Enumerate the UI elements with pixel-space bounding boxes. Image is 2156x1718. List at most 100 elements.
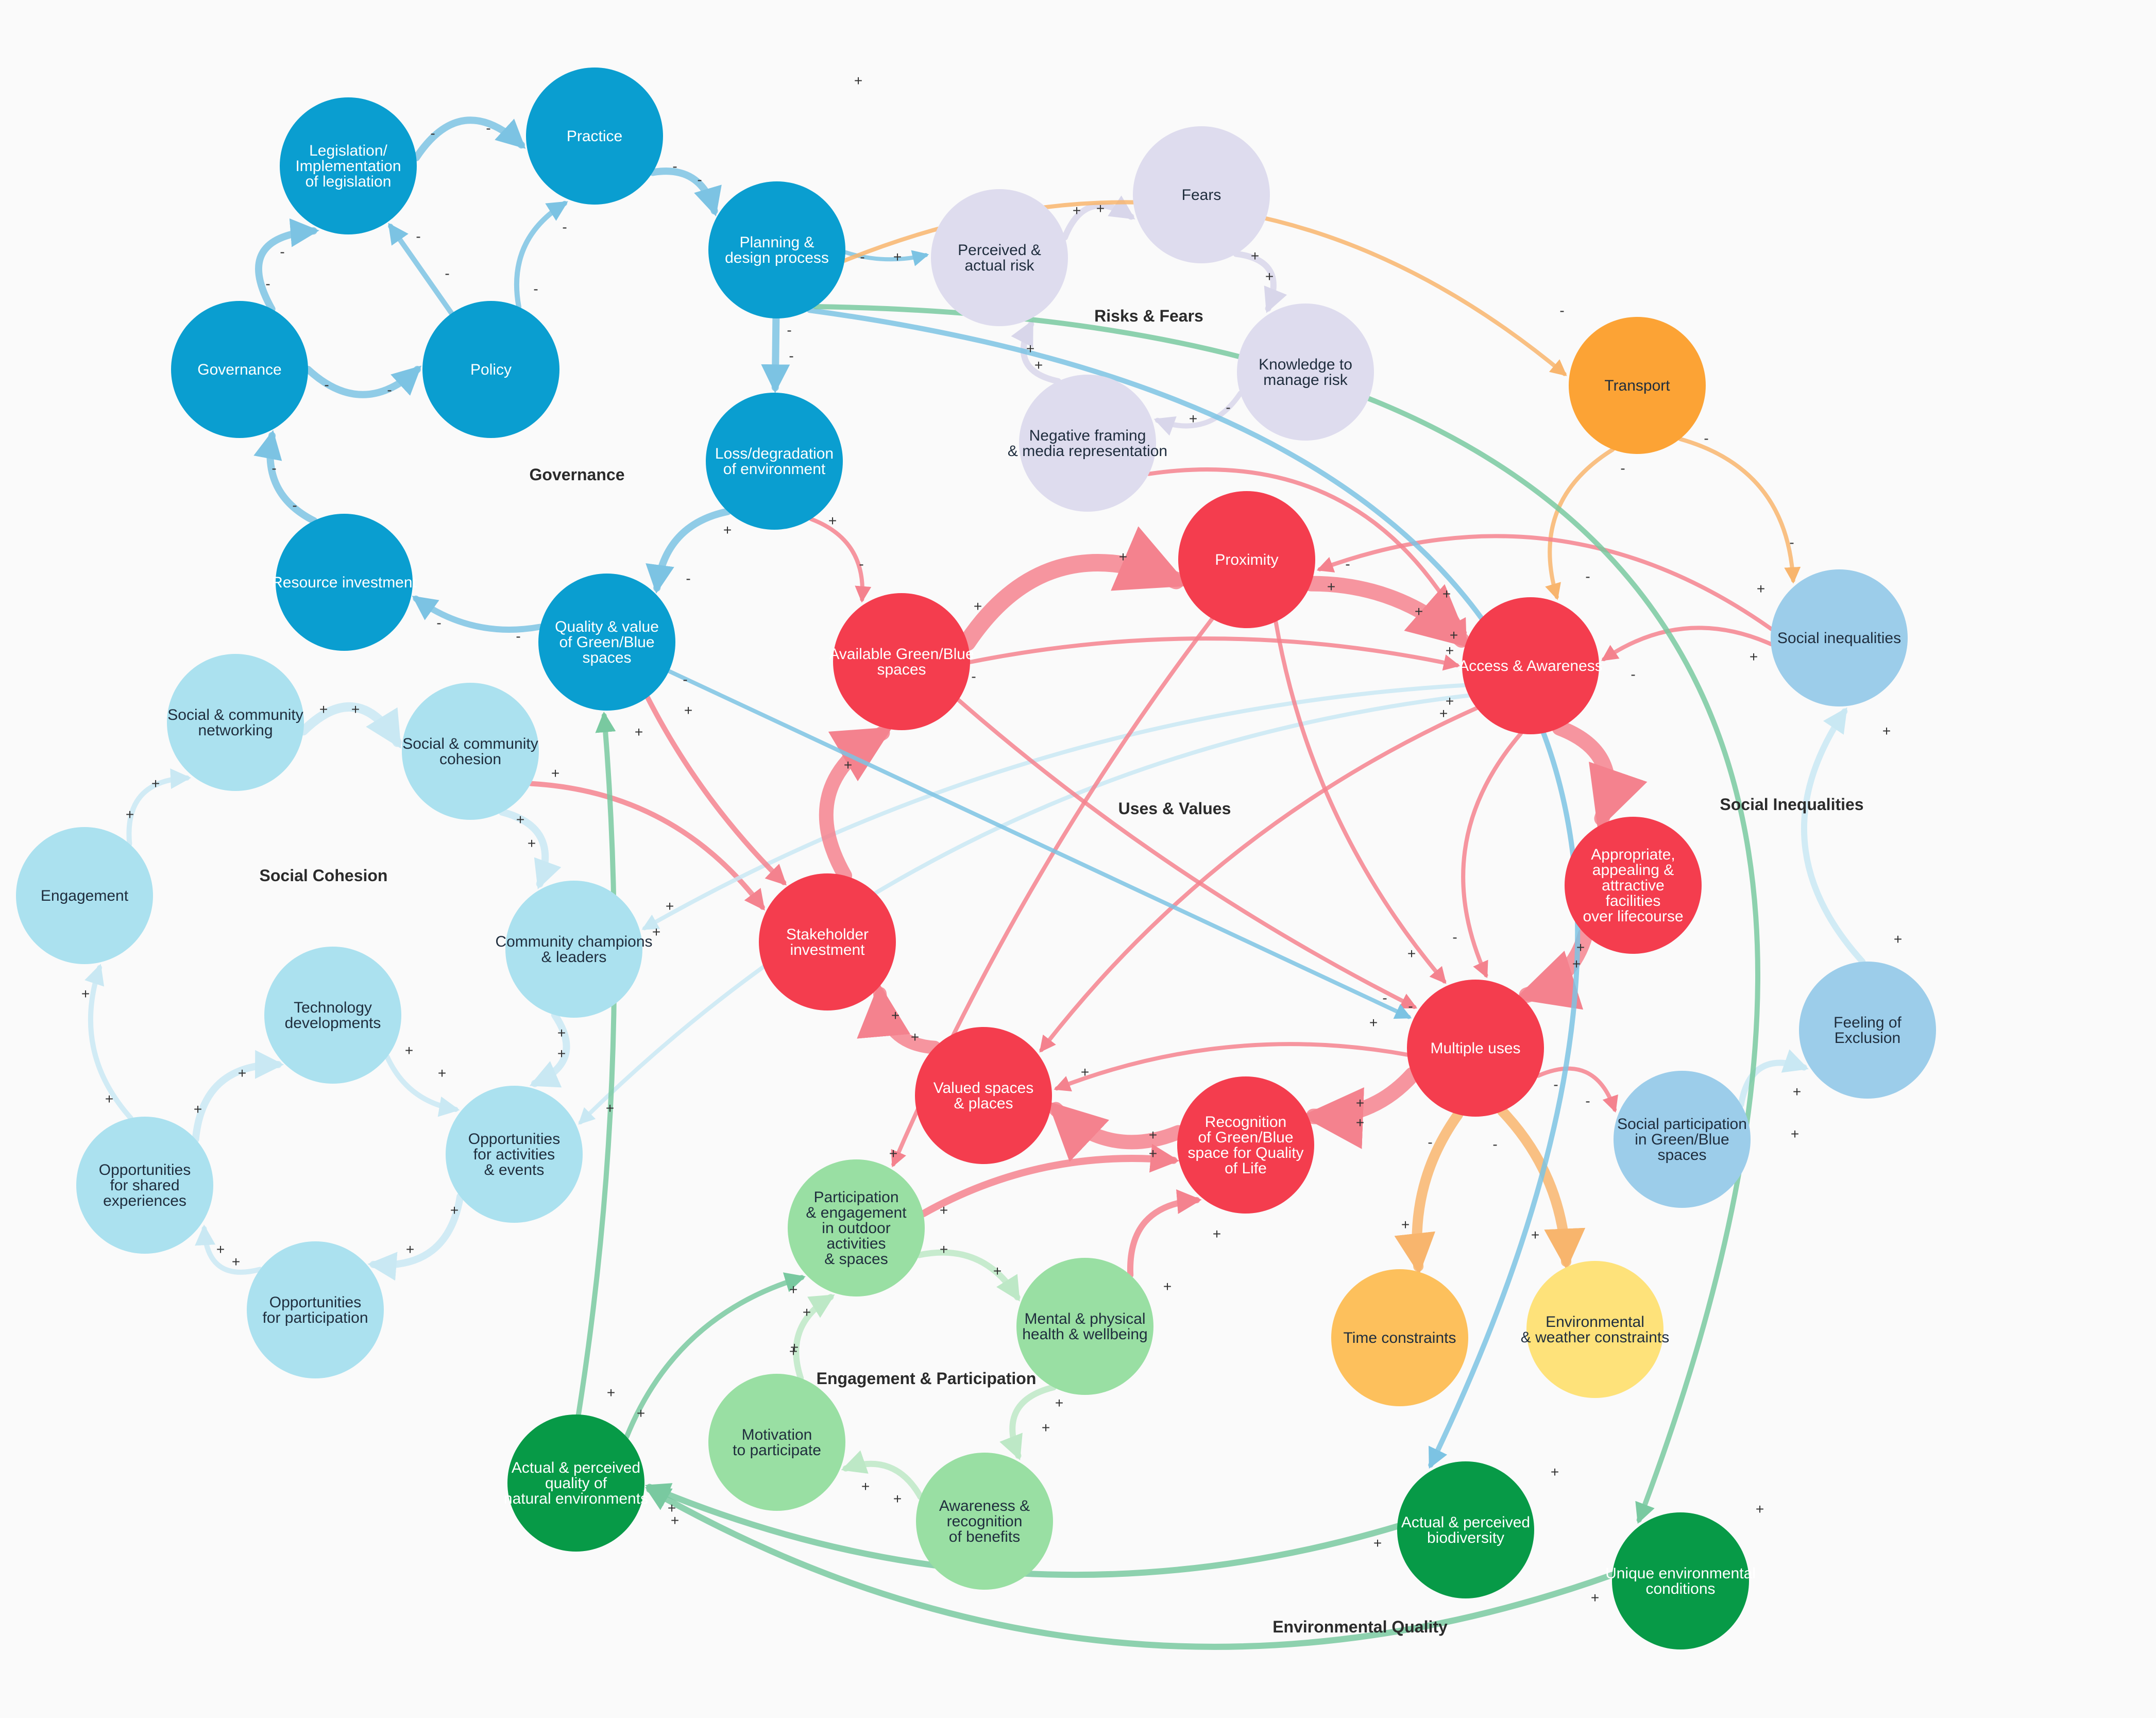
node-circle-loss[interactable] bbox=[706, 393, 843, 530]
node-circle-proximity[interactable] bbox=[1178, 491, 1315, 628]
positive-link-sign: + bbox=[828, 513, 837, 529]
node-circle-practice[interactable] bbox=[526, 68, 663, 205]
node-policy[interactable]: Policy bbox=[422, 301, 559, 438]
node-transport[interactable]: Transport bbox=[1569, 317, 1706, 454]
node-label-engagement_n: Engagement bbox=[41, 887, 129, 904]
node-circle-opp_participation[interactable] bbox=[247, 1241, 384, 1378]
node-champions[interactable]: Community champions& leaders bbox=[495, 881, 653, 1018]
node-circle-engagement_n[interactable] bbox=[16, 827, 153, 964]
node-proximity[interactable]: Proximity bbox=[1178, 491, 1315, 628]
node-circle-motivation[interactable] bbox=[708, 1374, 845, 1511]
node-circle-recognition[interactable] bbox=[1177, 1076, 1314, 1214]
positive-link-sign: + bbox=[1894, 931, 1902, 947]
node-circle-resource[interactable] bbox=[276, 514, 413, 651]
node-circle-nat_env[interactable] bbox=[507, 1414, 644, 1552]
node-appropriate[interactable]: Appropriate,appealing &attractivefacilit… bbox=[1565, 817, 1702, 954]
node-circle-time[interactable] bbox=[1331, 1269, 1468, 1406]
node-circle-planning[interactable] bbox=[708, 181, 845, 318]
node-valued[interactable]: Valued spaces& places bbox=[915, 1027, 1052, 1164]
node-circle-opp_activities[interactable] bbox=[446, 1086, 583, 1223]
node-circle-mental[interactable] bbox=[1016, 1258, 1153, 1395]
node-engagement_n[interactable]: Engagement bbox=[16, 827, 153, 964]
link-transport-to-access bbox=[1545, 447, 1615, 600]
link-governance_n-to-policy bbox=[304, 365, 422, 398]
node-planning[interactable]: Planning &design process bbox=[708, 181, 845, 318]
node-circle-champions[interactable] bbox=[505, 881, 642, 1018]
negative-link-sign: - bbox=[1382, 990, 1387, 1006]
node-negative[interactable]: Negative framing& media representation bbox=[1008, 375, 1167, 512]
positive-link-sign: + bbox=[1055, 1395, 1063, 1411]
polarity-signs-layer: -------------------++++++++-++--+++-++++… bbox=[81, 73, 1902, 1606]
node-circle-unique[interactable] bbox=[1612, 1512, 1749, 1649]
node-governance_n[interactable]: Governance bbox=[171, 301, 308, 438]
node-circle-appropriate[interactable] bbox=[1565, 817, 1702, 954]
node-circle-soc_ineq[interactable] bbox=[1771, 569, 1908, 706]
positive-link-sign: + bbox=[557, 1025, 566, 1041]
node-circle-env_weather[interactable] bbox=[1526, 1261, 1663, 1398]
node-practice[interactable]: Practice bbox=[526, 68, 663, 205]
node-time[interactable]: Time constraints bbox=[1331, 1269, 1468, 1406]
node-circle-soc_participation[interactable] bbox=[1614, 1071, 1751, 1208]
node-label-opp_shared: Opportunities bbox=[99, 1161, 191, 1178]
node-circle-valued[interactable] bbox=[915, 1027, 1052, 1164]
positive-link-sign: + bbox=[974, 598, 982, 614]
node-resource[interactable]: Resource investment bbox=[271, 514, 417, 651]
node-circle-policy[interactable] bbox=[422, 301, 559, 438]
node-access[interactable]: Access & Awareness bbox=[1458, 597, 1603, 734]
node-label-soc_participation: in Green/Blue bbox=[1635, 1131, 1729, 1148]
node-circle-access[interactable] bbox=[1462, 597, 1599, 734]
node-circle-available[interactable] bbox=[833, 593, 970, 730]
link-awareness-to-motivation bbox=[841, 1450, 924, 1500]
node-circle-stakeholder[interactable] bbox=[759, 873, 896, 1010]
node-circle-technology[interactable] bbox=[264, 947, 401, 1084]
negative-link-sign: - bbox=[265, 276, 270, 292]
node-circle-fears[interactable] bbox=[1133, 126, 1270, 263]
positive-link-sign: + bbox=[1756, 1501, 1764, 1517]
node-circle-negative[interactable] bbox=[1019, 375, 1156, 512]
node-circle-governance_n[interactable] bbox=[171, 301, 308, 438]
node-fears[interactable]: Fears bbox=[1133, 126, 1270, 263]
positive-link-sign: + bbox=[1042, 1420, 1050, 1436]
node-multiple[interactable]: Multiple uses bbox=[1407, 980, 1544, 1117]
node-circle-opp_shared[interactable] bbox=[76, 1117, 213, 1254]
node-circle-multiple[interactable] bbox=[1407, 980, 1544, 1117]
node-env_weather[interactable]: Environmental& weather constraints bbox=[1521, 1261, 1669, 1398]
node-circle-transport[interactable] bbox=[1569, 317, 1706, 454]
link-access-to-multiple bbox=[1461, 731, 1523, 979]
node-circle-soc_cohesion[interactable] bbox=[402, 683, 539, 820]
node-circle-knowledge[interactable] bbox=[1237, 304, 1374, 441]
node-circle-awareness[interactable] bbox=[916, 1453, 1053, 1590]
node-circle-perceived_risk[interactable] bbox=[931, 189, 1068, 326]
node-circle-legislation[interactable] bbox=[280, 97, 417, 234]
node-circle-soc_network[interactable] bbox=[167, 654, 304, 791]
node-circle-exclusion[interactable] bbox=[1799, 962, 1936, 1099]
node-circle-participation[interactable] bbox=[788, 1159, 925, 1296]
node-label-perceived_risk: actual risk bbox=[964, 257, 1034, 274]
node-circle-quality[interactable] bbox=[538, 574, 675, 711]
node-circle-biodiversity[interactable] bbox=[1397, 1461, 1534, 1598]
node-soc_ineq[interactable]: Social inequalities bbox=[1771, 569, 1908, 706]
node-perceived_risk[interactable]: Perceived &actual risk bbox=[931, 189, 1068, 326]
